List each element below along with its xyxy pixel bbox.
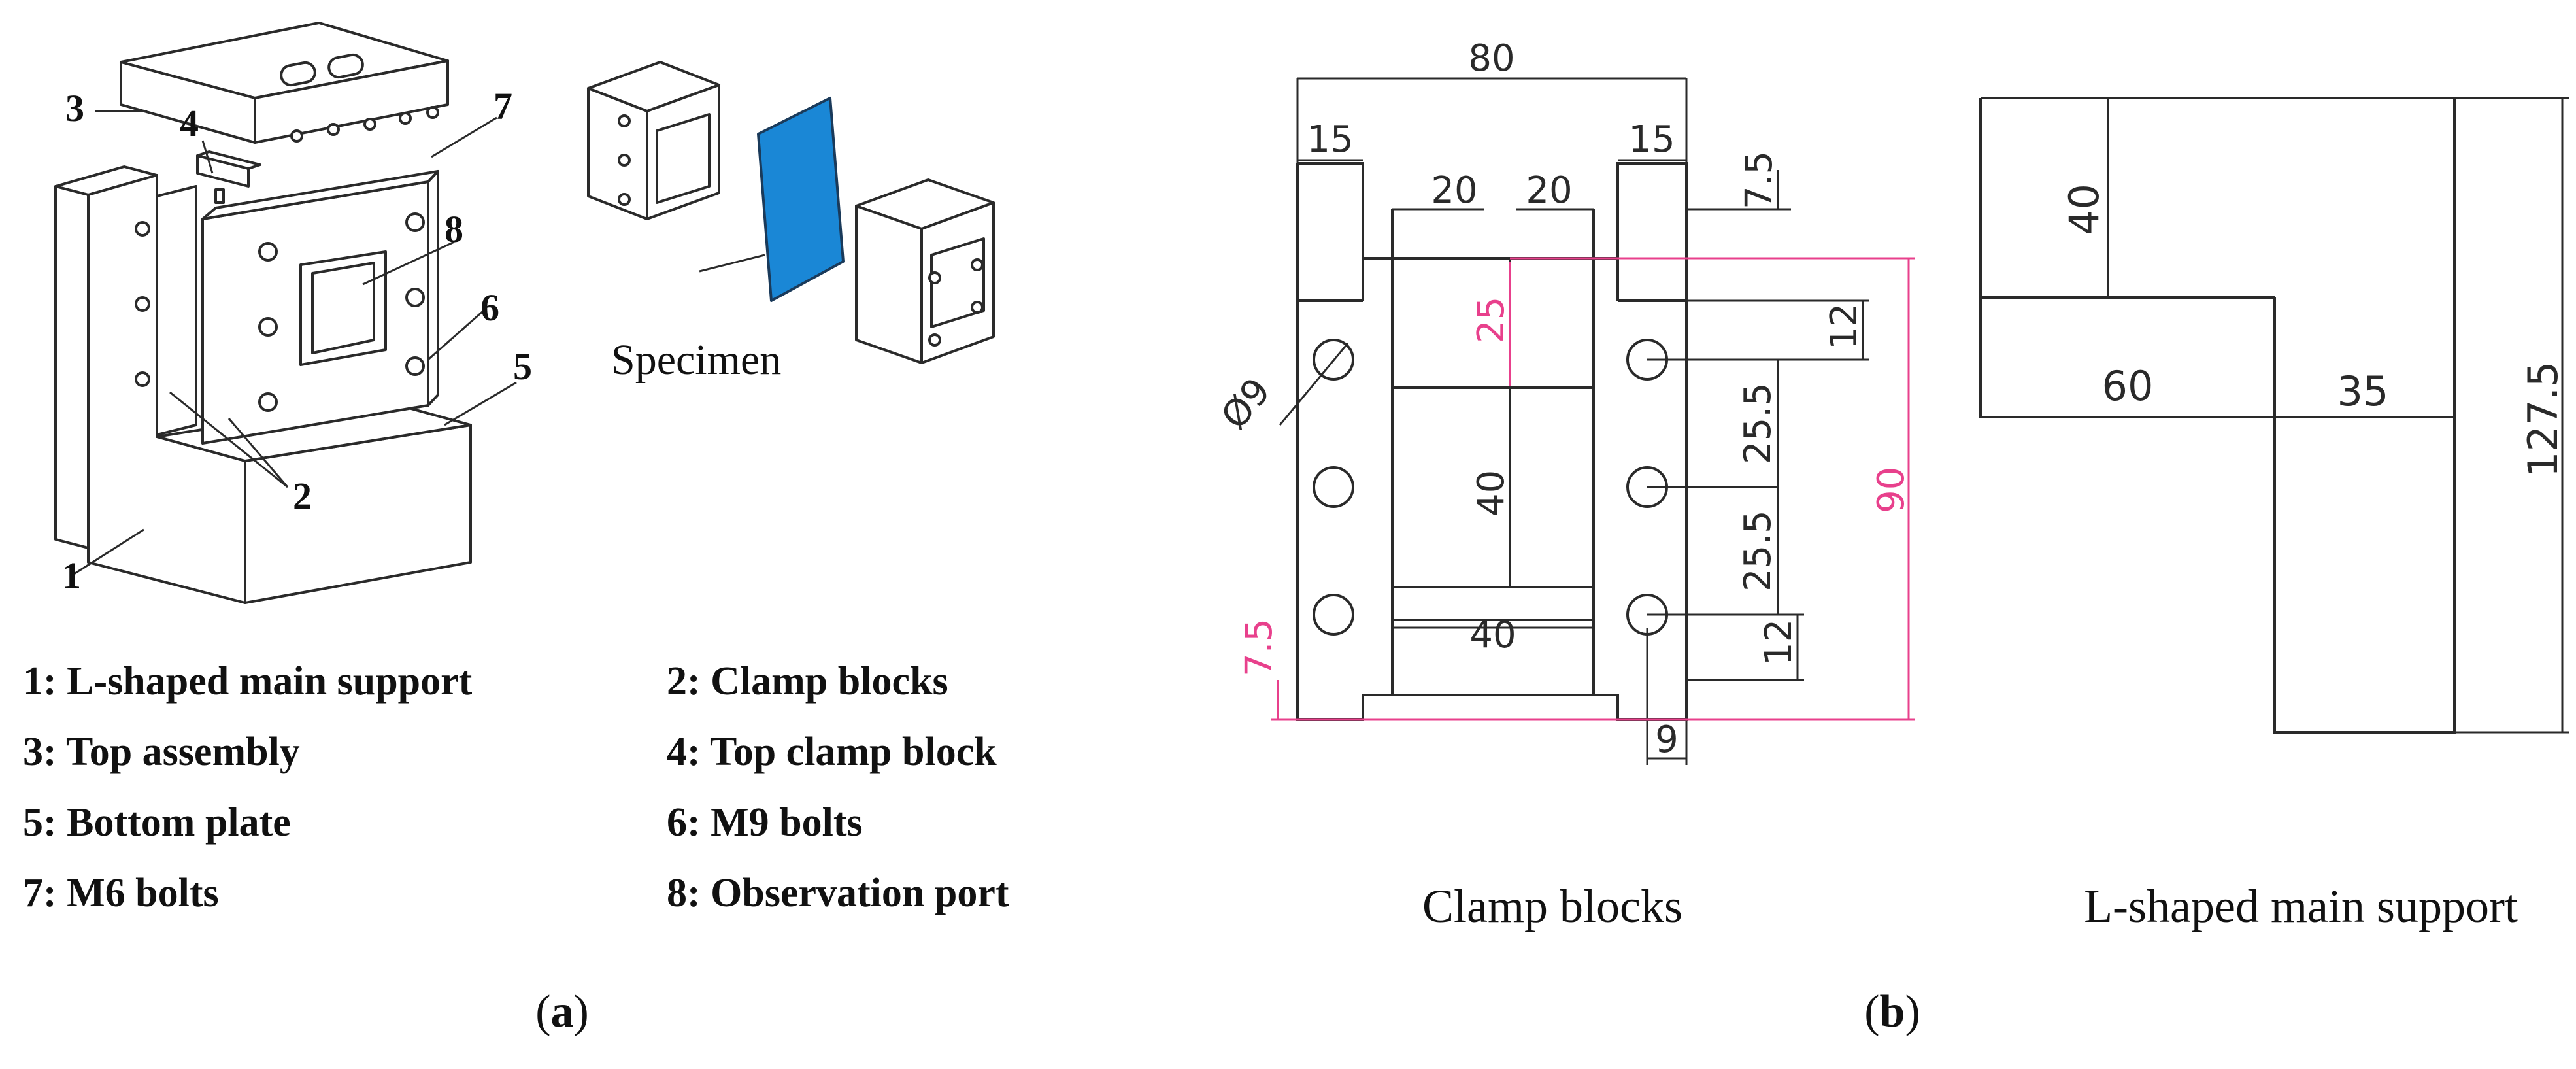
callout-8: 8 xyxy=(444,208,463,250)
legend-item-1: 1: L-shaped main support xyxy=(23,659,473,704)
clamp-blocks-drawing xyxy=(156,170,439,445)
panel-a-label: (a) xyxy=(535,987,589,1037)
l-support-drawing xyxy=(1979,97,2456,734)
dim-height: 90 xyxy=(1870,467,1913,513)
clamp-dimension-lines xyxy=(1279,77,1869,765)
callout-numbers: 3 4 7 8 6 5 2 1 xyxy=(62,85,532,597)
callout-1: 1 xyxy=(62,554,81,597)
callout-3: 3 xyxy=(65,87,84,129)
dim-upper-width: 60 xyxy=(2102,362,2154,410)
panel-a-assembly-drawing xyxy=(54,22,995,604)
callout-4: 4 xyxy=(180,102,199,144)
dim-hole-inset: 9 xyxy=(1655,719,1679,761)
dim-top-offset: 7.5 xyxy=(1738,151,1781,209)
l-support-dimension-lines xyxy=(2454,97,2569,734)
dim-step-width: 35 xyxy=(2337,367,2389,415)
callout-5: 5 xyxy=(513,345,532,388)
dim-hole-spacing-top: 25 xyxy=(1470,297,1513,343)
legend-item-8: 8: Observation port xyxy=(667,871,1009,915)
legend-item-3: 3: Top assembly xyxy=(23,730,300,774)
dim-tab-right: 15 xyxy=(1628,118,1675,161)
dim-window-height: 40 xyxy=(1470,470,1513,517)
callout-7: 7 xyxy=(493,85,512,127)
dim-inner-right: 20 xyxy=(1526,169,1572,212)
dim-total-height: 127.5 xyxy=(2519,362,2567,478)
component-legend: 1: L-shaped main support 2: Clamp blocks… xyxy=(23,659,1009,915)
specimen-label: Specimen xyxy=(611,336,781,384)
dim-inner-left: 20 xyxy=(1431,169,1477,212)
clamp-dimension-values: 80 15 15 20 20 7.5 25 Ø9 12 25.5 25.5 12… xyxy=(1213,37,1913,761)
exploded-clamp-block-left xyxy=(587,61,720,220)
dim-hole-to-edge-top: 12 xyxy=(1823,303,1865,350)
legend-item-2: 2: Clamp blocks xyxy=(667,659,948,704)
callout-leaders xyxy=(71,110,765,577)
legend-item-6: 6: M9 bolts xyxy=(667,800,863,845)
dim-upper-height: 40 xyxy=(2060,184,2108,235)
dim-bolt-diameter: Ø9 xyxy=(1213,370,1279,437)
exploded-clamp-block-right xyxy=(855,178,995,364)
panel-b-label: (b) xyxy=(1864,987,1920,1037)
dim-pitch-2: 25.5 xyxy=(1737,510,1779,592)
dim-width: 80 xyxy=(1468,37,1514,80)
l-support-dimension-values: 40 60 35 127.5 xyxy=(2060,184,2567,477)
dim-window-width: 40 xyxy=(1469,614,1516,656)
callout-2: 2 xyxy=(293,475,312,517)
dim-bottom-offset: 7.5 xyxy=(1238,619,1280,677)
caption-clamp-blocks: Clamp blocks xyxy=(1422,880,1682,932)
dim-hole-to-edge-bottom: 12 xyxy=(1758,619,1800,666)
legend-item-4: 4: Top clamp block xyxy=(667,730,997,774)
clamp-dimension-lines-pink xyxy=(1271,257,1915,721)
legend-item-7: 7: M6 bolts xyxy=(23,871,219,915)
callout-6: 6 xyxy=(480,286,499,329)
dim-pitch-1: 25.5 xyxy=(1737,382,1779,464)
legend-item-5: 5: Bottom plate xyxy=(23,800,291,845)
top-assembly-drawing xyxy=(120,22,449,144)
caption-l-support: L-shaped main support xyxy=(2084,880,2518,932)
specimen-plate xyxy=(757,97,845,302)
dim-tab-left: 15 xyxy=(1307,118,1353,161)
